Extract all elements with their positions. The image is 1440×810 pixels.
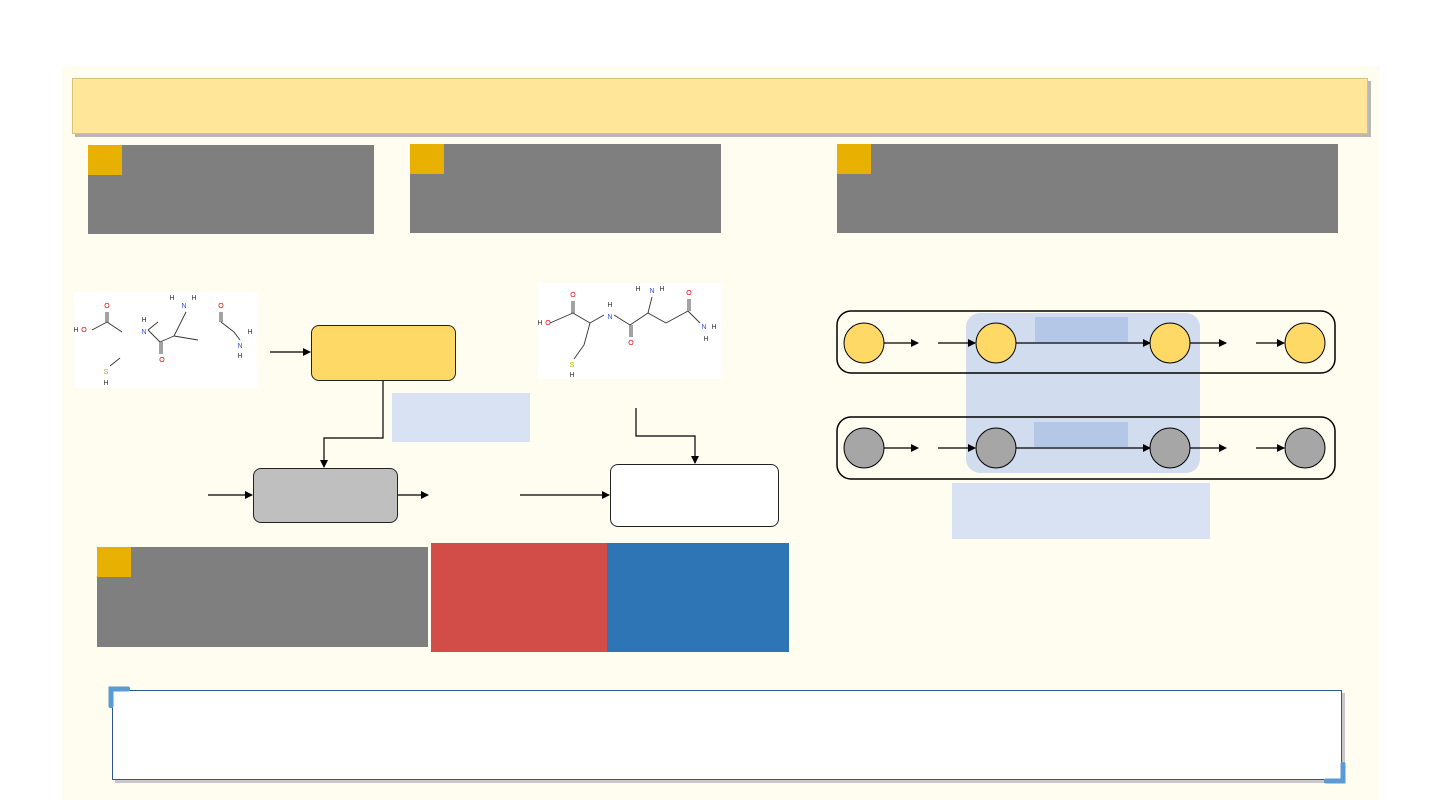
red-block [431, 543, 607, 652]
process-box-grey [253, 468, 398, 523]
node-grey [1149, 427, 1191, 469]
atom-label: H [247, 329, 252, 336]
node-yellow [843, 322, 885, 364]
node-grey [843, 427, 885, 469]
atom-label: N [607, 314, 612, 321]
title-banner [72, 78, 1368, 134]
atom-label: H [74, 327, 79, 334]
atom-label: H [569, 372, 574, 379]
atom-label: H [103, 380, 108, 387]
atom-label: O [686, 290, 692, 297]
panel-1 [88, 145, 374, 234]
sequence-label-top [1035, 317, 1128, 342]
molecule-left-structure: O O H H N H N H O O N H H S H [73, 295, 252, 387]
atom-label: N [701, 324, 706, 331]
panel-3 [837, 144, 1338, 233]
node-yellow [1284, 322, 1326, 364]
atom-label: N [237, 343, 242, 350]
atom-label: O [218, 303, 224, 310]
molecule-right-image: O H O N H H N H O O N H H S H [537, 283, 722, 379]
sequence-row-top [836, 310, 1336, 374]
atom-label: H [711, 324, 716, 331]
atom-label: O [570, 292, 576, 299]
corner-bracket-top-left [108, 686, 130, 708]
atom-label: H [191, 295, 196, 302]
panel-2 [410, 144, 721, 233]
arrow-yellow-to-grey [320, 381, 384, 468]
process-box-white [610, 464, 779, 527]
atom-label: O [81, 327, 87, 334]
arrow-molecule-to-white [635, 408, 699, 464]
node-grey [1284, 427, 1326, 469]
panel-3-tag [837, 144, 871, 174]
molecule-left-image: O O H H N H N H O O N H H S H [73, 292, 258, 388]
atom-label: S [570, 362, 575, 369]
atom-label: N [649, 288, 654, 295]
node-grey [975, 427, 1017, 469]
atom-label: H [607, 302, 612, 309]
atom-label: O [159, 357, 165, 364]
panel-2-tag [410, 144, 444, 174]
blue-block [607, 543, 789, 652]
sequence-row-bottom [836, 416, 1336, 480]
atom-label: O [545, 320, 551, 327]
corner-bracket-bottom-right [1324, 762, 1346, 784]
atom-label: H [169, 295, 174, 302]
node-yellow [975, 322, 1017, 364]
atom-label: S [104, 369, 109, 376]
atom-label: H [538, 320, 543, 327]
panel-1-tag [88, 145, 122, 175]
atom-label: O [104, 303, 110, 310]
atom-label: H [635, 286, 640, 293]
process-box-yellow [311, 325, 456, 381]
note-box-left [392, 393, 530, 442]
molecule-right-structure: O H O N H H N H O O N H H S H [537, 286, 716, 379]
atom-label: H [659, 286, 664, 293]
note-box-right [952, 483, 1210, 539]
atom-label: H [141, 317, 146, 324]
node-yellow [1149, 322, 1191, 364]
footer-box [112, 690, 1342, 780]
sequence-label-bottom [1034, 422, 1128, 447]
atom-label: N [181, 303, 186, 310]
atom-label: O [628, 340, 634, 347]
panel-4-tag [97, 547, 131, 577]
atom-label: N [141, 329, 146, 336]
atom-label: H [237, 353, 242, 360]
atom-label: H [703, 336, 708, 343]
panel-4 [97, 547, 428, 647]
